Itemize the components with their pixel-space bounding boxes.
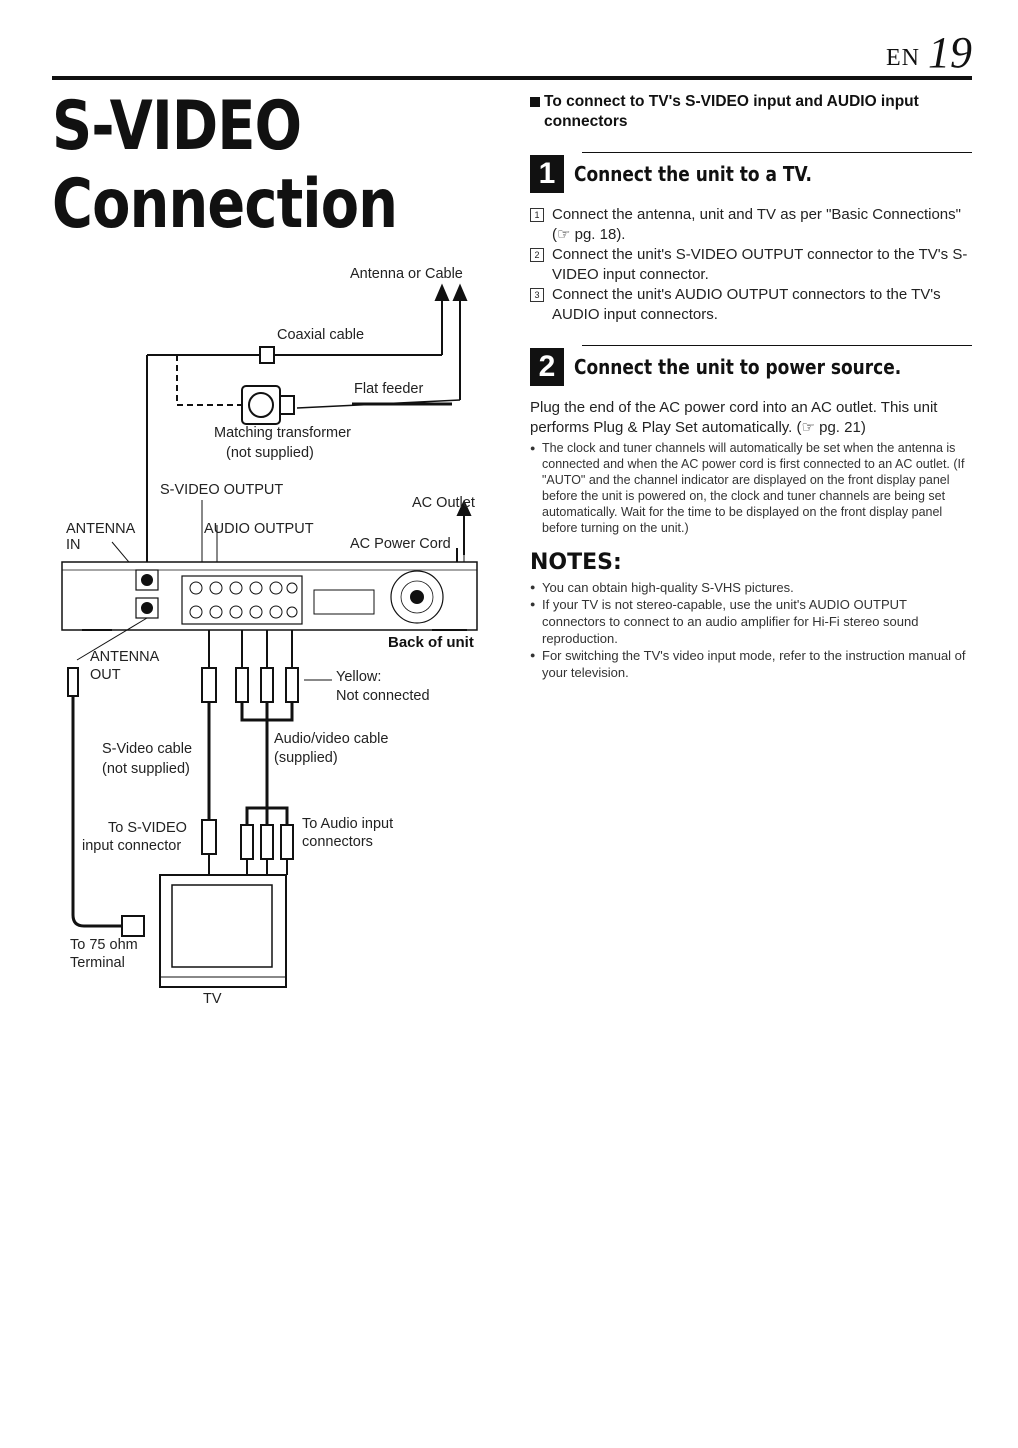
- label-not-supplied-transformer: (not supplied): [226, 445, 314, 461]
- step-1-number: 1: [530, 155, 564, 193]
- label-coaxial-cable: Coaxial cable: [277, 327, 365, 343]
- connection-diagram: Antenna or Cable Coaxial cable Flat feed…: [52, 250, 492, 1020]
- list-item: 1 Connect the antenna, unit and TV as pe…: [530, 205, 972, 245]
- step-2: 2 Connect the unit to power source. Plug…: [530, 345, 972, 536]
- notes-title: NOTES:: [530, 550, 622, 575]
- label-supplied: (supplied): [274, 750, 338, 766]
- label-not-supplied-cable: (not supplied): [102, 761, 190, 777]
- section-subheading: To connect to TV's S-VIDEO input and AUD…: [530, 92, 972, 132]
- label-audio-output: AUDIO OUTPUT: [204, 521, 314, 537]
- note-item: If your TV is not stereo-capable, use th…: [530, 596, 972, 647]
- label-svideo-output: S-VIDEO OUTPUT: [160, 482, 284, 498]
- step-2-heading: 2 Connect the unit to power source.: [530, 348, 972, 386]
- item-number: 1: [530, 208, 544, 222]
- page-title: S-VIDEO Connection: [52, 87, 398, 244]
- label-tv: TV: [203, 991, 222, 1007]
- title-line-2: Connection: [52, 165, 398, 244]
- step-1-title: Connect the unit to a TV.: [574, 162, 812, 186]
- notes-list: You can obtain high-quality S-VHS pictur…: [530, 579, 972, 681]
- list-item: 3 Connect the unit's AUDIO OUTPUT connec…: [530, 285, 972, 325]
- label-flat-feeder: Flat feeder: [354, 381, 424, 397]
- language-label: EN: [886, 45, 920, 71]
- label-av-cable: Audio/video cable: [274, 731, 389, 747]
- step-1-heading: 1 Connect the unit to a TV.: [530, 155, 972, 193]
- label-to-audio: To Audio input: [302, 816, 394, 832]
- bullet-item: The clock and tuner channels will automa…: [530, 440, 972, 536]
- title-line-1: S-VIDEO: [52, 87, 302, 166]
- step-2-text: Plug the end of the AC power cord into a…: [530, 399, 938, 436]
- label-antenna-out: ANTENNA: [90, 649, 160, 665]
- label-antenna-in-2: IN: [66, 537, 81, 553]
- item-text: Connect the unit's S-VIDEO OUTPUT connec…: [552, 246, 968, 283]
- note-item: For switching the TV's video input mode,…: [530, 647, 972, 681]
- step-2-bullets: The clock and tuner channels will automa…: [530, 440, 972, 536]
- step-1: 1 Connect the unit to a TV. 1 Connect th…: [530, 152, 972, 325]
- label-not-connected: Not connected: [336, 688, 430, 704]
- label-to-svideo: To S-VIDEO: [108, 820, 187, 836]
- label-back-of-unit: Back of unit: [388, 634, 474, 651]
- label-antenna-or-cable: Antenna or Cable: [350, 266, 463, 282]
- label-matching-transformer: Matching transformer: [214, 425, 351, 441]
- item-number: 2: [530, 248, 544, 262]
- page-header: EN 19: [52, 28, 972, 80]
- item-number: 3: [530, 288, 544, 302]
- step-2-title: Connect the unit to power source.: [574, 355, 902, 379]
- instructions-column: To connect to TV's S-VIDEO input and AUD…: [530, 92, 972, 681]
- label-ac-power-cord: AC Power Cord: [350, 536, 451, 552]
- label-yellow: Yellow:: [336, 669, 382, 685]
- step-2-number: 2: [530, 348, 564, 386]
- item-text: Connect the antenna, unit and TV as per …: [552, 206, 961, 243]
- note-item: You can obtain high-quality S-VHS pictur…: [530, 579, 972, 596]
- step-1-rule: [582, 152, 972, 153]
- label-to-audio-2: connectors: [302, 834, 373, 850]
- label-svideo-cable: S-Video cable: [102, 741, 193, 757]
- step-1-list: 1 Connect the antenna, unit and TV as pe…: [530, 205, 972, 325]
- step-2-rule: [582, 345, 972, 346]
- page-number: 19: [928, 28, 972, 77]
- label-antenna-out-2: OUT: [90, 667, 121, 683]
- label-to-75-ohm: To 75 ohm: [70, 937, 138, 953]
- label-antenna-in: ANTENNA: [66, 521, 136, 537]
- label-ac-outlet: AC Outlet: [412, 495, 475, 511]
- diagram-lines: [61, 283, 478, 988]
- label-terminal: Terminal: [70, 955, 125, 971]
- label-to-svideo-2: input connector: [82, 838, 182, 854]
- list-item: 2 Connect the unit's S-VIDEO OUTPUT conn…: [530, 245, 972, 285]
- item-text: Connect the unit's AUDIO OUTPUT connecto…: [552, 286, 941, 323]
